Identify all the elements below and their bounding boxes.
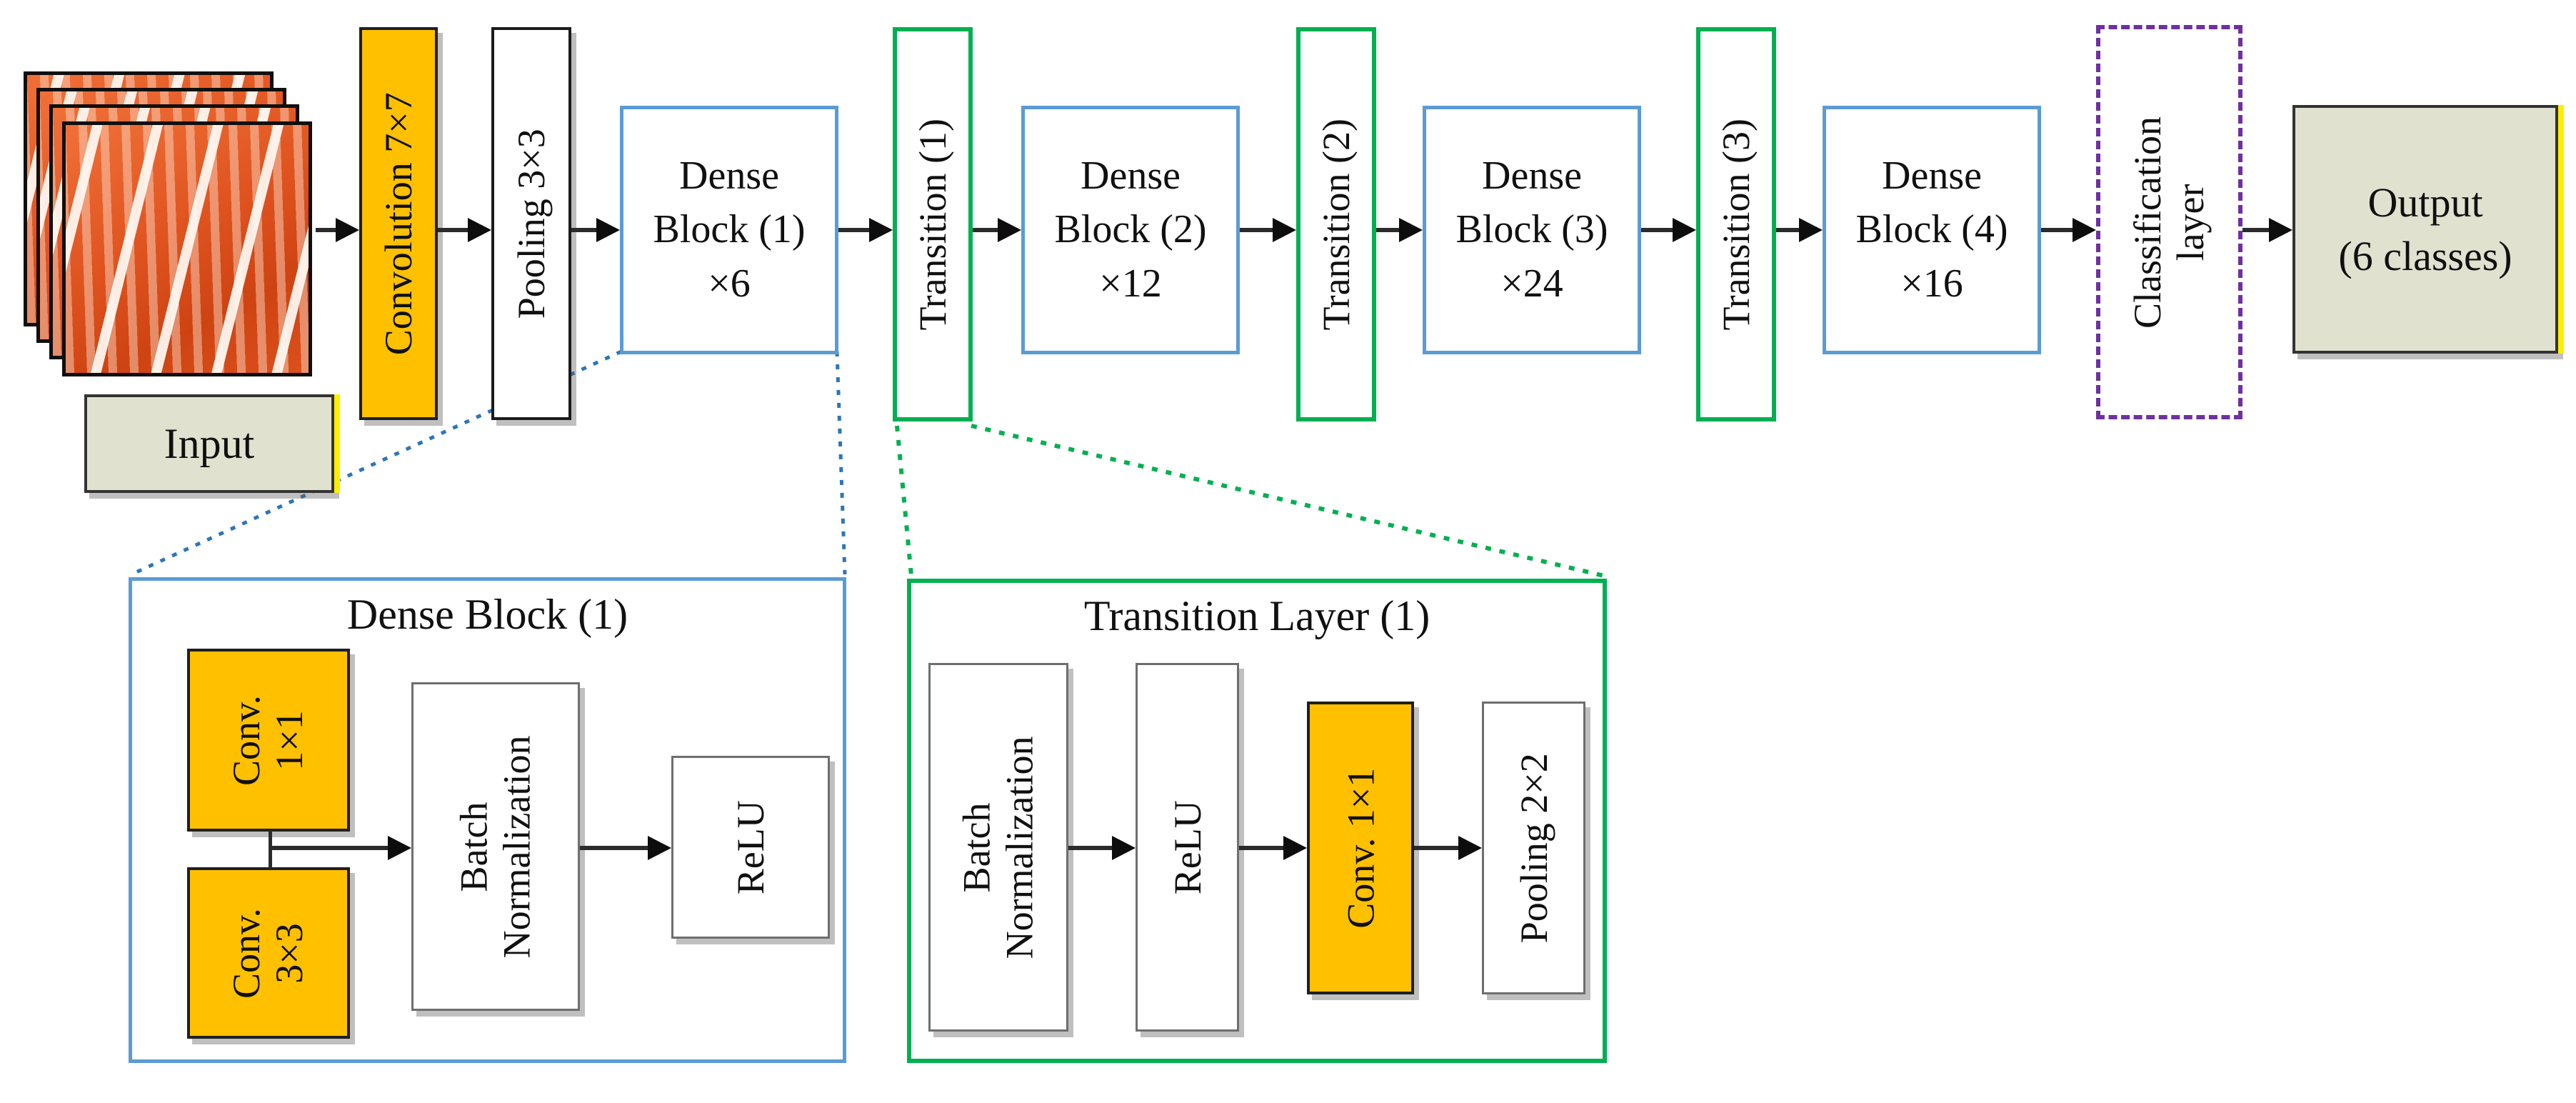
transition-relu-label: ReLU: [1166, 800, 1209, 894]
dense-block-4-label: Dense Block (4) ×16: [1855, 154, 2008, 306]
flow-arrow-dense1-to-trans1: [838, 228, 869, 232]
flow-arrow-dense4-to-classification: [2041, 228, 2073, 232]
detail-conv-1x1-label: Conv. 1×1: [225, 694, 311, 786]
classification-layer-node: Classification layer: [2096, 25, 2242, 419]
detail-conv-3x3-node: Conv. 3×3: [187, 867, 350, 1039]
transition-detail-connector-right: [971, 424, 1605, 578]
flow-arrow-trans3-to-dense4: [1776, 228, 1799, 232]
detail-batch-normalization-node: Batch Normalization: [411, 682, 580, 1011]
transition-pooling-2x2-label: Pooling 2×2: [1512, 753, 1555, 943]
flow-arrow-dense2-to-trans2: [1240, 228, 1273, 232]
transition-conv-1x1-label: Conv. 1×1: [1338, 767, 1382, 929]
dense-block-1-label: Dense Block (1) ×6: [653, 154, 806, 306]
transition-2-label: Transition (2): [1314, 118, 1358, 331]
transition-arrow-batchnorm-to-relu: [1068, 846, 1112, 850]
transition-arrow-relu-to-conv: [1239, 846, 1283, 850]
transition-arrow-conv-to-pooling: [1414, 846, 1458, 850]
convolution-7x7-label: Convolution 7×7: [376, 92, 420, 355]
detail-arrow-batchnorm-to-relu: [580, 846, 648, 850]
transition-pooling-2x2-node: Pooling 2×2: [1482, 702, 1585, 994]
transition-relu-node: ReLU: [1136, 663, 1239, 1032]
dense-detail-connector-right: [835, 351, 847, 575]
flow-arrow-trans2-to-dense3: [1376, 228, 1399, 232]
flow-arrow-classification-to-output: [2242, 228, 2269, 232]
detail-relu-node: ReLU: [671, 756, 830, 939]
pooling-3x3-node: Pooling 3×3: [491, 27, 571, 420]
flow-arrow-conv-to-pool: [438, 228, 468, 232]
detail-batch-normalization-label: Batch Normalization: [452, 735, 538, 958]
transition-1-node: Transition (1): [893, 27, 973, 421]
dense-block-3-node: Dense Block (3) ×24: [1423, 106, 1641, 354]
pooling-3x3-label: Pooling 3×3: [509, 129, 553, 319]
detail-conv-3x3-label: Conv. 3×3: [225, 907, 311, 999]
transition-conv-1x1-node: Conv. 1×1: [1307, 702, 1414, 994]
input-label-text: Input: [164, 419, 255, 467]
output-label: Output (6 classes): [2338, 179, 2512, 279]
dense-block-2-label: Dense Block (2) ×12: [1054, 154, 1207, 306]
convolution-7x7-node: Convolution 7×7: [359, 27, 438, 420]
transition-batch-normalization-label: Batch Normalization: [955, 736, 1041, 959]
transition-3-label: Transition (3): [1714, 118, 1758, 331]
classification-layer-label: Classification layer: [2126, 116, 2212, 329]
dense-block-4-node: Dense Block (4) ×16: [1823, 106, 2041, 354]
input-image-layer-front: [62, 121, 312, 376]
transition-batch-normalization-node: Batch Normalization: [928, 663, 1068, 1032]
detail-conv-1x1-node: Conv. 1×1: [187, 649, 350, 832]
transition-detail-connector-left: [895, 425, 913, 577]
flow-arrow-dense3-to-trans3: [1641, 228, 1673, 232]
dense-block-3-label: Dense Block (3) ×24: [1455, 154, 1608, 306]
dense-block-2-node: Dense Block (2) ×12: [1021, 106, 1240, 354]
flow-arrow-trans1-to-dense2: [973, 228, 998, 232]
detail-relu-label: ReLU: [728, 800, 772, 894]
input-label: Input: [84, 394, 334, 493]
dense-block-detail-title: Dense Block (1): [346, 591, 628, 638]
detail-arrow-conv-to-batchnorm: [270, 846, 388, 850]
flow-arrow-input-to-conv: [316, 228, 336, 232]
dense-block-1-node: Dense Block (1) ×6: [620, 106, 838, 354]
transition-2-node: Transition (2): [1296, 27, 1376, 421]
transition-1-label: Transition (1): [911, 118, 954, 331]
output-node: Output (6 classes): [2292, 105, 2558, 354]
transition-3-node: Transition (3): [1696, 27, 1776, 421]
flow-arrow-pool-to-dense1: [571, 228, 596, 232]
transition-layer-detail-title: Transition Layer (1): [1083, 592, 1430, 639]
